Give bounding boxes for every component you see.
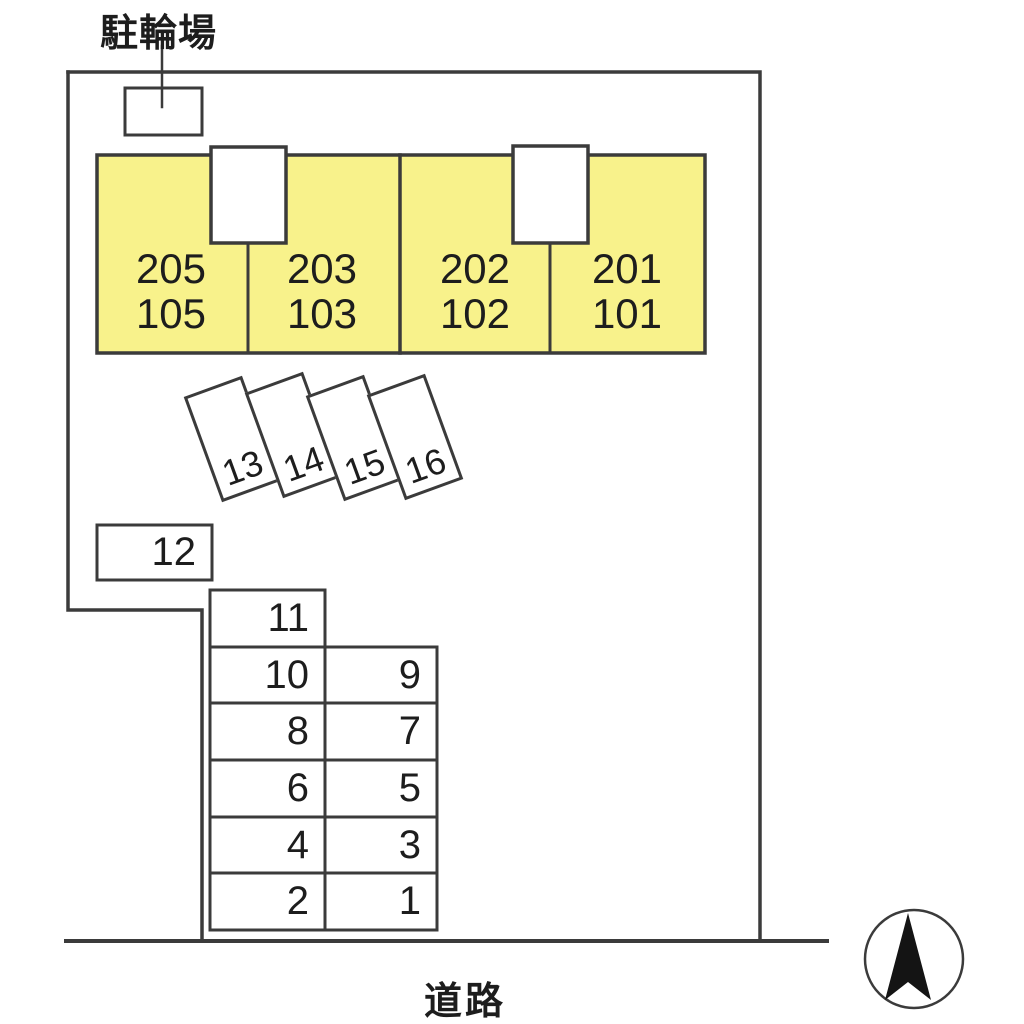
parking-space-10: 10 [210, 647, 325, 703]
unit-upper-number: 202 [439, 245, 511, 292]
grid-right-column-outline [323, 645, 439, 932]
space-number: 1 [398, 879, 421, 923]
bicycle-parking-box [123, 86, 204, 137]
boundary-left-step [66, 70, 204, 943]
grid-row-lines [208, 645, 439, 875]
space-number: 6 [286, 766, 309, 810]
space-number: 12 [151, 530, 197, 574]
parking-space-1: 1 [325, 873, 437, 930]
parking-space-4: 4 [210, 817, 325, 873]
bicycle-parking-label: 駐輪場 [100, 13, 218, 55]
unit-upper-number: 201 [591, 245, 663, 292]
unit-lower-number: 101 [591, 290, 663, 337]
space-number: 13 [216, 441, 269, 494]
space-number: 5 [398, 766, 421, 810]
space-number: 3 [398, 822, 421, 867]
unit-label-202-102: 202 102 [395, 246, 555, 336]
space-number: 8 [286, 709, 309, 753]
parking-space-12: 12 [97, 525, 212, 580]
unit-upper-number: 205 [135, 245, 207, 292]
unit-label-205-105: 205 105 [91, 246, 251, 336]
space-number: 7 [398, 709, 421, 753]
parking-space-3: 3 [325, 817, 437, 873]
space-number: 9 [398, 652, 421, 697]
space-number: 4 [286, 822, 309, 867]
unit-label-201-101: 201 101 [547, 246, 707, 336]
entrance-square-left [209, 145, 288, 245]
parking-space-7: 7 [325, 703, 437, 760]
space-number: 10 [264, 652, 310, 697]
road-label: 道路 [424, 981, 507, 1023]
parking-space-9: 9 [325, 647, 437, 703]
north-arrow-icon [885, 913, 931, 1000]
boundary-top-right [66, 70, 762, 943]
parking-space-6: 6 [210, 760, 325, 817]
unit-lower-number: 103 [286, 290, 358, 337]
unit-label-203-103: 203 103 [242, 246, 402, 336]
entrance-square-right [511, 144, 590, 245]
parking-space-2: 2 [210, 873, 325, 930]
unit-lower-number: 105 [135, 290, 207, 337]
unit-upper-number: 203 [286, 245, 358, 292]
space-number: 2 [286, 879, 309, 923]
space-number: 11 [267, 596, 309, 640]
unit-lower-number: 102 [439, 290, 511, 337]
space-number: 16 [399, 439, 452, 492]
space-12-box [95, 523, 214, 582]
space-number: 15 [338, 440, 391, 493]
parking-space-11: 11 [210, 590, 325, 647]
space-number: 14 [277, 437, 330, 490]
parking-space-5: 5 [325, 760, 437, 817]
parking-space-8: 8 [210, 703, 325, 760]
